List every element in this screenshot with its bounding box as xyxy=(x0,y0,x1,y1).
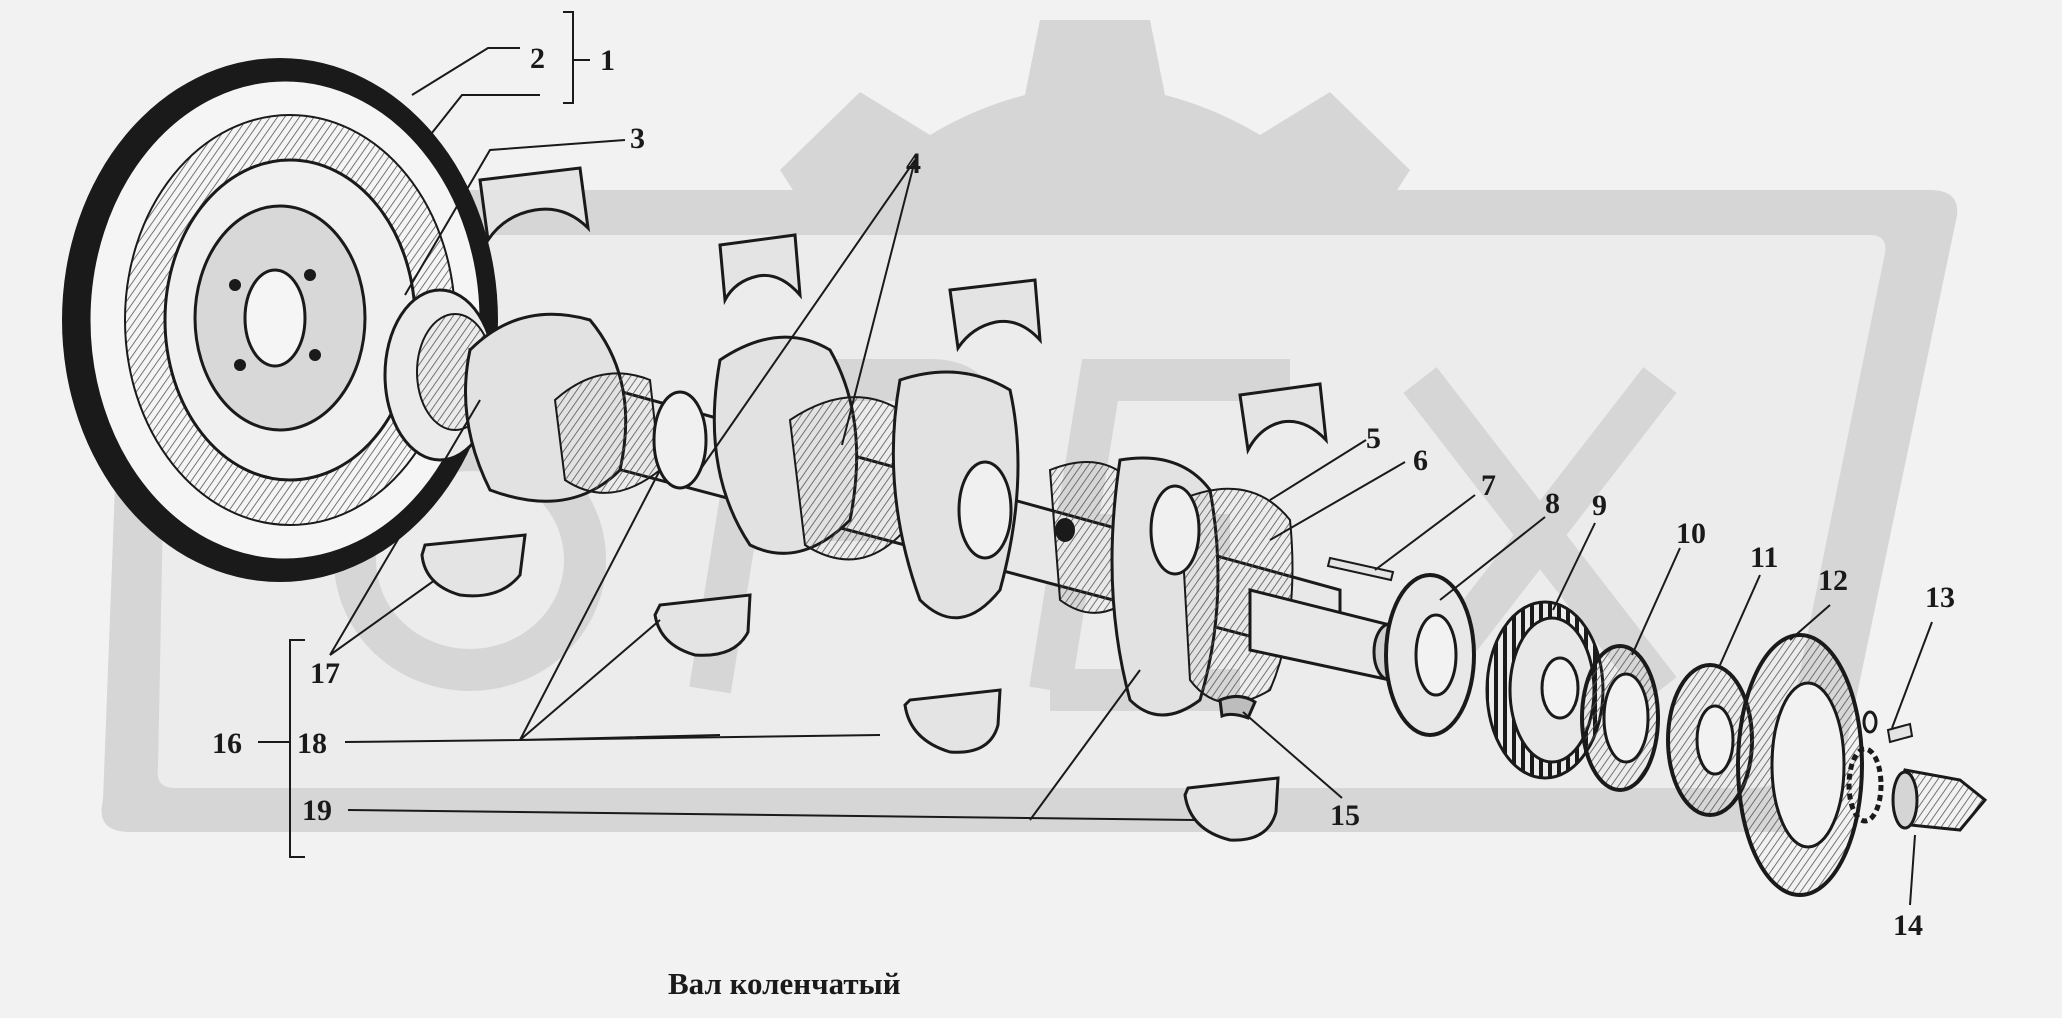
bolt xyxy=(1886,722,1914,744)
callout-17: 17 xyxy=(310,657,340,690)
callout-5: 5 xyxy=(1366,422,1381,455)
bearing-shell-lower-4 xyxy=(1183,776,1280,842)
callout-12: 12 xyxy=(1818,564,1848,597)
callout-16: 16 xyxy=(212,727,242,760)
front-parts xyxy=(1326,556,1988,897)
callout-7: 7 xyxy=(1481,469,1496,502)
bearing-shell-upper-2 xyxy=(718,233,802,306)
callout-14: 14 xyxy=(1893,909,1923,942)
bearing-shell-upper-1 xyxy=(478,166,591,245)
flywheel-assembly xyxy=(62,58,498,582)
bearing-shell-upper-4 xyxy=(1238,382,1328,455)
callout-15: 15 xyxy=(1330,799,1360,832)
bearing-shell-lower-2 xyxy=(653,593,752,657)
callout-numbers: 1 2 3 4 5 6 7 8 9 10 11 12 13 14 15 16 1… xyxy=(212,42,1955,942)
callout-2: 2 xyxy=(530,42,545,75)
thrust-washer-15 xyxy=(1218,695,1257,720)
crankshaft xyxy=(383,288,1408,717)
lock-washer xyxy=(1846,746,1884,824)
callout-1: 1 xyxy=(600,44,615,77)
key-pin xyxy=(1326,556,1395,582)
callout-8: 8 xyxy=(1545,487,1560,520)
leader-lines xyxy=(258,11,1933,906)
bearing-shell-upper-3 xyxy=(948,278,1042,353)
callout-13: 13 xyxy=(1925,581,1955,614)
diagram-caption: Вал коленчатый xyxy=(668,966,901,1001)
bearing-shell-lower-3 xyxy=(903,688,1002,754)
callout-6: 6 xyxy=(1413,444,1428,477)
callout-9: 9 xyxy=(1592,489,1607,522)
callout-18: 18 xyxy=(297,727,327,760)
callout-3: 3 xyxy=(630,122,645,155)
callout-11: 11 xyxy=(1750,541,1778,574)
bearing-shell-lower-1 xyxy=(420,533,527,598)
bearing-shells xyxy=(420,166,1328,842)
callout-10: 10 xyxy=(1676,517,1706,550)
callout-4: 4 xyxy=(906,147,921,180)
callout-19: 19 xyxy=(302,794,332,827)
